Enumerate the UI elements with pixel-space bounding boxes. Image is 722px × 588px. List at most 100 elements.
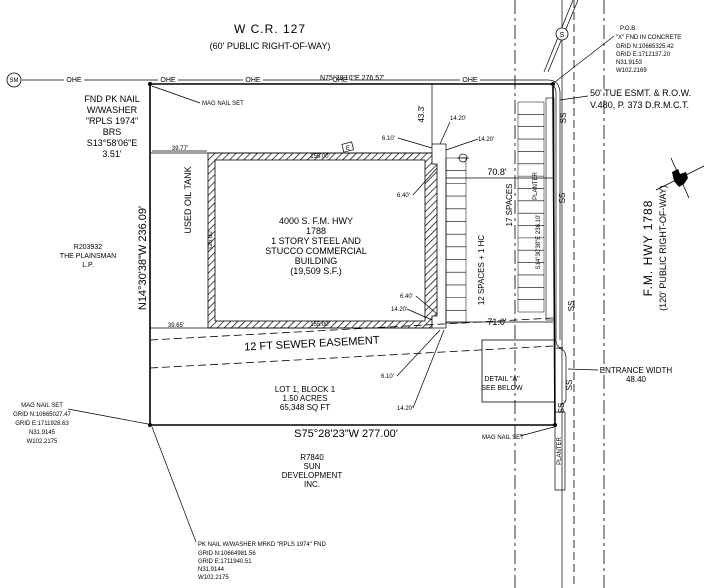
- road-north-row: (60' PUBLIC RIGHT-OF-WAY): [210, 41, 331, 51]
- pk-nw-line-6: 3.51': [102, 149, 122, 159]
- nw-corner-marker: [148, 82, 152, 86]
- dim-1420-b: 14.20': [478, 137, 494, 143]
- entrance-width-label: ENTRANCE WIDTH: [600, 366, 673, 375]
- pob-note: P.O.B. "X" FND IN CONCRETE GRID N:106653…: [554, 26, 681, 83]
- mag-nail-nw-label: MAG NAIL SET: [202, 101, 244, 107]
- pk-nw-line-5: S13°58'06"E: [87, 138, 138, 148]
- building-bottom-dim: 155.00': [310, 322, 330, 328]
- ohe-label-5: OHE: [462, 77, 478, 84]
- ohe-label-2: OHE: [160, 77, 176, 84]
- entrance-width-value: 48.40: [626, 375, 647, 384]
- electric-box-label: E: [346, 146, 350, 152]
- south-planter-label: PLANTER: [557, 437, 563, 465]
- sewer-easement-label: 12 FT SEWER EASEMENT: [244, 334, 380, 353]
- building-side-dim: 126.00': [208, 230, 214, 250]
- esmt-note-line-1: 50' TUE ESMT. & R.O.W.: [590, 88, 691, 98]
- ss-label-3: SS: [567, 301, 576, 312]
- ss-label-2: SS: [558, 193, 567, 204]
- pk-nw-line-1: FND PK NAIL: [84, 94, 140, 104]
- south-owner-line-3: DEVELOPMENT: [282, 471, 343, 480]
- building-description: 4000 S. F.M. HWY 1788 1 STORY STEEL AND …: [265, 216, 367, 276]
- pk-nail-s-note: PK NAIL W/WASHER MRKD "RPLS 1974" FND GR…: [151, 426, 327, 581]
- west-top-dim: 39.77': [172, 146, 188, 152]
- pk-s-line-4: N31.9144: [198, 567, 225, 573]
- pk-s-line-2: GRID N:10664981.56: [198, 551, 256, 557]
- mag-nail-sw-note: MAG NAIL SET GRID N:10665027.47 GRID E:1…: [13, 403, 149, 445]
- south-owner-line-1: R7840: [300, 453, 324, 462]
- lot-line-3: 65,348 SQ FT: [280, 403, 330, 412]
- west-bearing: N14°30'38"W 236.09': [137, 206, 149, 310]
- sw-line-3: GRID E:1711928.63: [15, 421, 69, 427]
- building-top-dim: 155.00': [310, 154, 330, 160]
- dimension-callouts: 6.10' 14.20' 14.20' 6.40' 6.40' 14.20' 6…: [381, 116, 494, 412]
- dim-640-b: 6.40': [400, 294, 413, 300]
- north-setback-dim: 43.3': [417, 105, 426, 123]
- ohe-label-1: OHE: [66, 77, 82, 84]
- inner-parking-row: [445, 157, 467, 324]
- dim-1420-d: 14.20': [397, 406, 413, 412]
- pk-s-line-1: PK NAIL W/WASHER MRKD "RPLS 1974" FND: [198, 542, 327, 548]
- sanitary-manhole-label: SM: [10, 78, 19, 84]
- north-arrow-icon: [655, 157, 705, 199]
- west-owner-line-2: THE PLAINSMAN: [60, 253, 116, 260]
- pob-line-3: GRID N:10665325.42: [616, 44, 674, 50]
- east-parking-stalls: [518, 114, 544, 300]
- building-line-6: (19,509 S.F.): [290, 266, 342, 276]
- building-footprint: [207, 152, 438, 329]
- detail-a-box: [481, 339, 556, 403]
- dim-1420-c: 14.20': [391, 307, 407, 313]
- pob-line-2: "X" FND IN CONCRETE: [616, 35, 681, 41]
- sw-line-2: GRID N:10665027.47: [13, 412, 71, 418]
- south-bearing: S75°28'23"W 277.00': [294, 428, 398, 440]
- pk-nw-line-2: W/WASHER: [87, 105, 138, 115]
- used-oil-tank-label: USED OIL TANK: [183, 166, 193, 233]
- building-line-1: 4000 S. F.M. HWY: [279, 216, 353, 226]
- building-line-2: 1788: [306, 226, 326, 236]
- planter-strip: [545, 97, 555, 321]
- south-owner-line-2: SUN: [304, 462, 321, 471]
- inner-parking-stalls: [446, 170, 466, 311]
- electric-box-icon: [341, 141, 355, 153]
- sw-line-4: N31.9145: [29, 430, 56, 436]
- ohe-label-3: OHE: [245, 77, 261, 84]
- east-bottom-dim: 71.0': [487, 317, 507, 327]
- pk-s-line-5: W102.2175: [198, 575, 229, 581]
- sw-line-5: W102.2175: [27, 439, 58, 445]
- sw-corner-marker: [148, 423, 152, 427]
- inner-spaces-label: 12 SPACES + 1 HC: [477, 235, 486, 306]
- east-parking-row: [517, 101, 545, 313]
- detail-a-line-1: DETAIL "A": [484, 376, 520, 383]
- mag-nail-se-label: MAG NAIL SET: [482, 435, 524, 441]
- east-spaces-label: 17 SPACES: [505, 184, 514, 227]
- west-owner-line-1: R203932: [74, 244, 103, 251]
- pob-line-1: P.O.B.: [620, 26, 637, 32]
- easement-line-lower: [149, 345, 554, 369]
- entrance-curb: [555, 347, 567, 405]
- west-bottom-dim: 39.65': [168, 323, 184, 329]
- pob-line-6: W102.2169: [616, 68, 647, 74]
- building-line-3: 1 STORY STEEL AND: [271, 236, 361, 246]
- pk-nw-line-4: BRS: [103, 127, 122, 137]
- sw-line-1: MAG NAIL SET: [21, 403, 63, 409]
- detail-a-line-2: SEE BELOW: [481, 385, 523, 392]
- building-line-5: BUILDING: [295, 256, 338, 266]
- planter-label: PLANTER: [533, 172, 539, 200]
- pk-nail-nw-note: FND PK NAIL W/WASHER "RPLS 1974" BRS S13…: [84, 94, 140, 159]
- road-north-name: W C.R. 127: [234, 22, 306, 36]
- building-line-4: STUCCO COMMERCIAL: [265, 246, 367, 256]
- manhole-label: S: [560, 32, 565, 39]
- south-owner-line-4: INC.: [304, 480, 320, 489]
- manhole-icon: [555, 27, 569, 41]
- north-bearing: N75°28'10"E 276.57': [320, 74, 384, 82]
- dim-610-b: 6.10': [381, 374, 394, 380]
- west-owner-line-3: L.P.: [82, 262, 94, 269]
- pob-line-4: GRID E:1712137.20: [616, 52, 671, 58]
- dim-1420-a: 14.20': [450, 116, 466, 122]
- road-east-name: F.M. HWY 1788: [641, 200, 655, 297]
- pk-nw-line-3: "RPLS 1974": [86, 116, 138, 126]
- ohe-label-4: OHE: [332, 77, 348, 84]
- pob-line-5: N31.9153: [616, 60, 643, 66]
- overhead-electric-line: SM OHE OHE OHE OHE OHE: [6, 72, 548, 88]
- pk-s-line-3: GRID E:1711940.51: [198, 559, 252, 565]
